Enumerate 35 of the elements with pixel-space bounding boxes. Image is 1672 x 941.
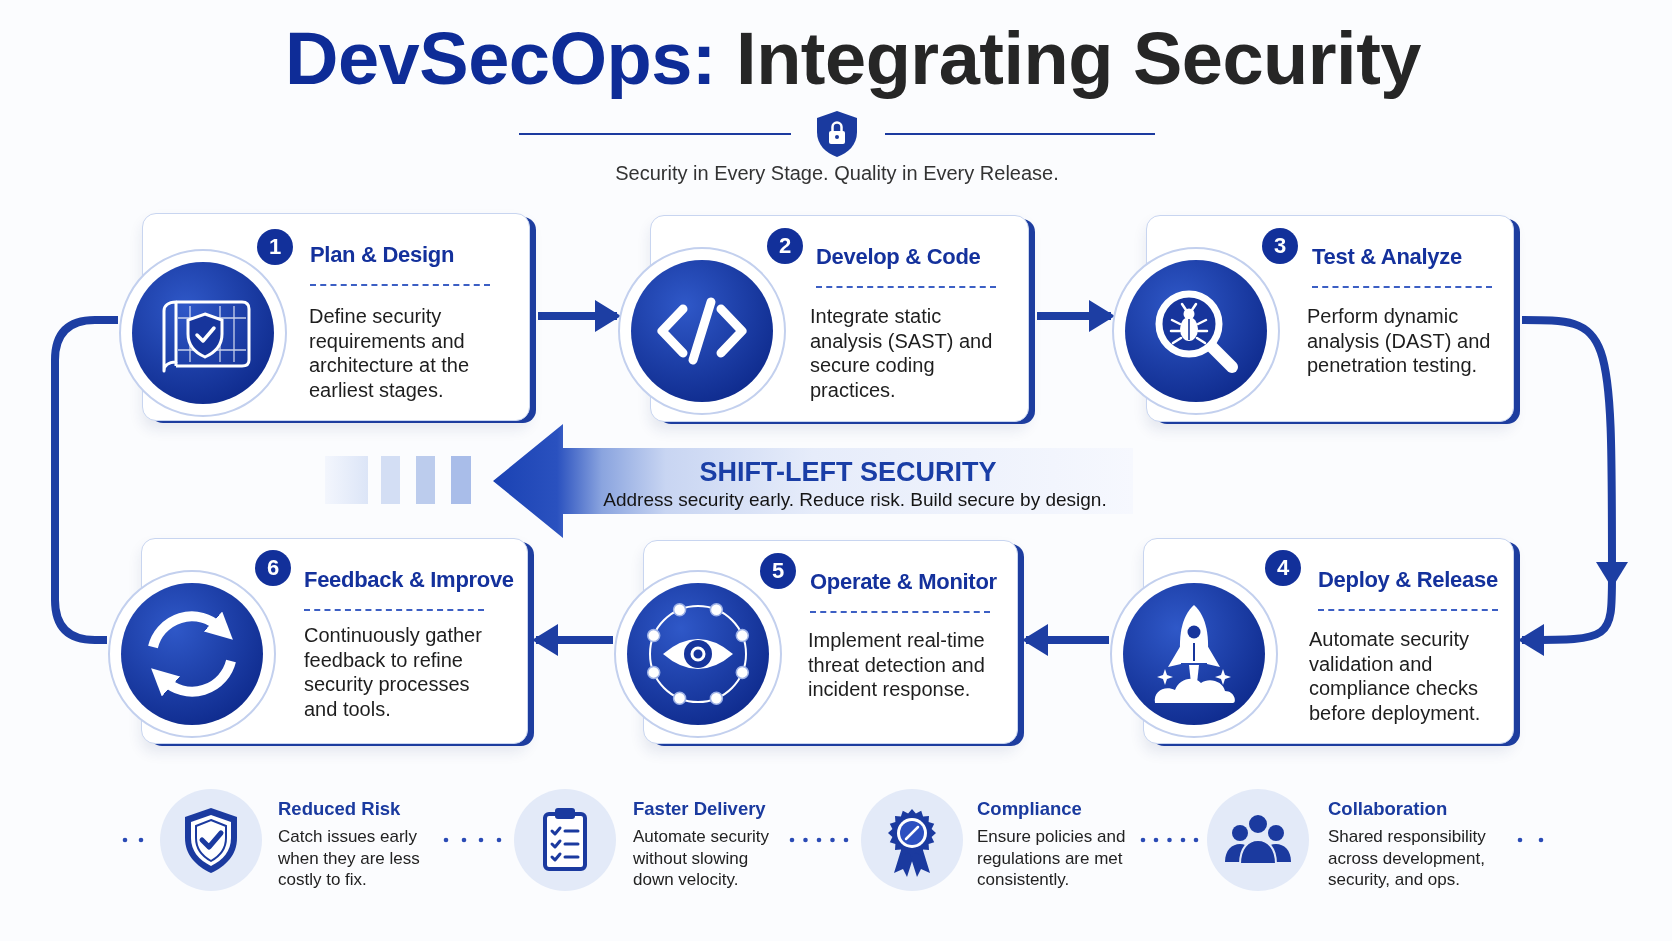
step-description: Continuously gather feedback to refine security processes and tools. (304, 623, 483, 721)
step-description: Automate security validation and compliance checks before deployment. (1309, 627, 1482, 725)
benefit-text: Automate security without slowing down velocity. (633, 826, 771, 891)
step-description: Integrate static analysis (SAST) and secure coding practices. (810, 304, 994, 402)
step-title: Feedback & Improve (304, 567, 514, 593)
banner-heading: SHIFT-LEFT SECURITY (699, 456, 997, 488)
step-title: Plan & Design (310, 242, 455, 268)
step-number-badge: 5 (760, 553, 796, 589)
step-number-badge: 4 (1265, 550, 1301, 586)
benefit-heading: Collaboration (1328, 798, 1448, 820)
connector-line (51, 316, 118, 644)
arrow (1520, 316, 1628, 656)
benefit-heading: Faster Delivery (633, 798, 766, 820)
step-description: Perform dynamic analysis (DAST) and penetration testing. (1307, 304, 1492, 378)
benefit-text: Catch issues early when they are less costly to fix. (278, 826, 421, 891)
banner-text: Address security early. Reduce risk. Build secure by design. (603, 489, 1107, 511)
step-description: Implement real-time threat detection and incident response. (808, 628, 986, 702)
benefit-heading: Compliance (977, 798, 1082, 820)
step-number-badge: 6 (255, 550, 291, 586)
shift-left-arrow-banner (493, 424, 1133, 538)
step-number-badge: 3 (1262, 228, 1298, 264)
step-title: Deploy & Release (1318, 567, 1498, 593)
page-title: DevSecOps: Integrating Security (285, 16, 1421, 102)
benefit-heading: Reduced Risk (278, 798, 401, 820)
step-number-badge: 2 (767, 228, 803, 264)
arrow (532, 624, 613, 656)
step-title: Test & Analyze (1312, 244, 1462, 270)
step-description: Define security requirements and architecture at the earliest stages. (309, 304, 471, 402)
step-title: Develop & Code (816, 244, 981, 270)
step-title: Operate & Monitor (810, 569, 997, 595)
benefit-text: Shared responsibility across development, security, and ops. (1328, 826, 1487, 891)
subtitle: Security in Every Stage. Quality in Every Release. (615, 161, 1059, 185)
step-number-badge: 1 (257, 229, 293, 265)
benefit-text: Ensure policies and regulations are met consistently. (977, 826, 1127, 891)
arrow (1022, 624, 1109, 656)
